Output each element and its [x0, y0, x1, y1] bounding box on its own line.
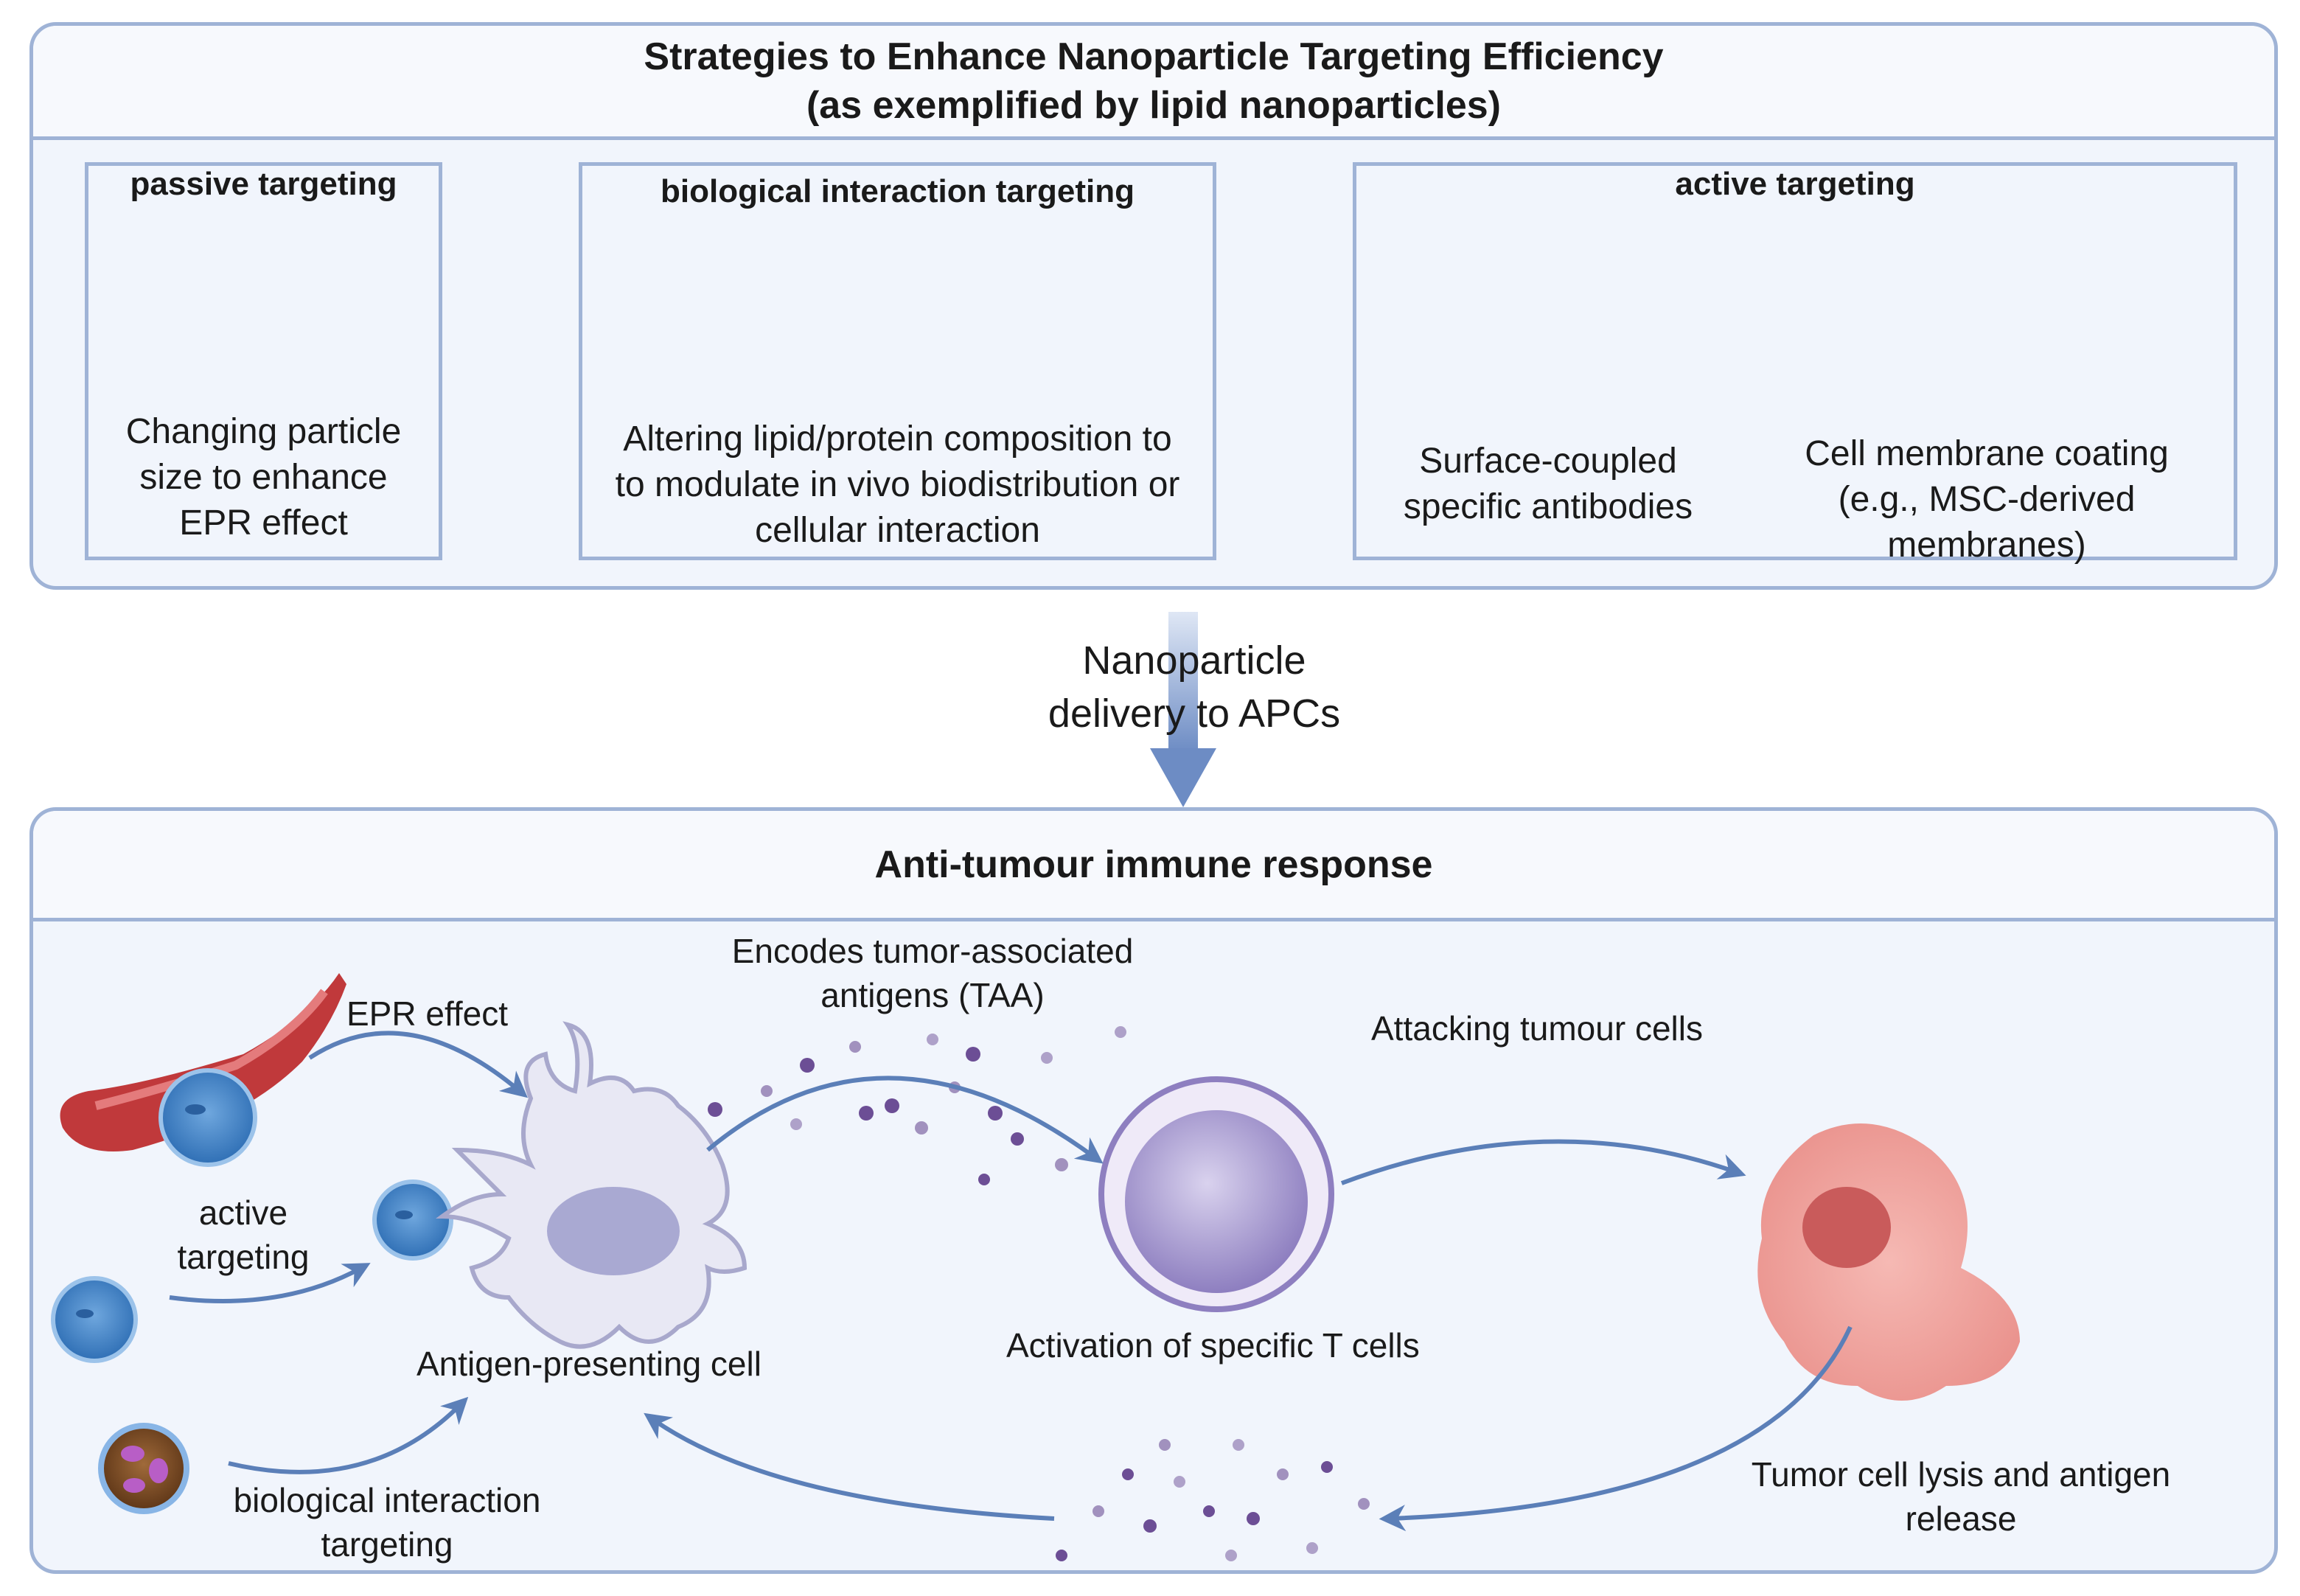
lysis-label-line1: Tumor cell lysis and antigen — [1751, 1455, 2171, 1494]
strategies-title-line2: (as exemplified by lipid nanoparticles) — [806, 84, 1502, 127]
delivery-label-line2: delivery to APCs — [1048, 691, 1341, 736]
taa-label-line1: Encodes tumor-associated — [731, 932, 1134, 970]
antibodies-line-1: Surface-coupled — [1419, 442, 1677, 481]
antibodies-line-2: specific antibodies — [1403, 487, 1693, 526]
tumour-cell-icon — [1757, 1123, 2020, 1401]
antibodies-description: Surface-coupled specific antibodies — [1356, 439, 1740, 530]
strategies-title-line1: Strategies to Enhance Nanoparticle Targe… — [644, 35, 1664, 78]
apc-label: Antigen-presenting cell — [417, 1345, 762, 1383]
lysis-label: Tumor cell lysis and antigen release — [1725, 1452, 2197, 1541]
active-targeting-label-line1: active — [198, 1193, 288, 1232]
delivery-label-line1: Nanoparticle — [1082, 638, 1306, 683]
active-lnp-small-icon — [372, 1179, 453, 1261]
strategies-panel-header: Strategies to Enhance Nanoparticle Targe… — [33, 26, 2274, 140]
epr-effect-label: EPR effect — [346, 994, 509, 1033]
active-targeting-label-line2: targeting — [177, 1238, 310, 1276]
left-lnp-icon — [51, 1276, 138, 1363]
delivery-arrow — [1150, 612, 1216, 807]
bio-interaction-label: biological interaction targeting — [210, 1478, 564, 1567]
membrane-line-1: Cell membrane coating — [1805, 434, 2169, 473]
biological-targeting-description: Altering lipid/protein composition to to… — [582, 417, 1213, 554]
active-targeting-label: active targeting — [147, 1191, 339, 1279]
biological-targeting-title: biological interaction targeting — [661, 173, 1135, 209]
antigen-presenting-cell-icon — [436, 1021, 748, 1349]
bio-interaction-label-line2: targeting — [321, 1525, 453, 1564]
taa-label-line2: antigens (TAA) — [820, 976, 1045, 1014]
active-targeting-box: active targeting Surface-coupled specifi… — [1353, 162, 2237, 565]
t-cell-activation-label: Activation of specific T cells — [1006, 1326, 1420, 1365]
membrane-line-2: (e.g., MSC-derived membranes) — [1838, 480, 2136, 565]
t-cell-icon — [1098, 1076, 1334, 1312]
bio-interaction-label-line1: biological interaction — [233, 1481, 541, 1519]
lysis-label-line2: release — [1905, 1499, 2017, 1538]
passive-line-3: EPR effect — [179, 503, 348, 543]
bio-lnp-small-icon — [98, 1423, 189, 1514]
released-antigen-dots — [1056, 1439, 1370, 1561]
passive-targeting-title: passive targeting — [130, 166, 397, 202]
taa-label: Encodes tumor-associated antigens (TAA) — [708, 929, 1157, 1017]
passive-line-2: size to enhance — [139, 458, 388, 497]
biological-targeting-box: biological interaction targeting Alterin… — [579, 162, 1216, 560]
biological-line-2: to modulate in vivo biodistribution or — [615, 465, 1180, 504]
biological-line-3: cellular interaction — [755, 511, 1040, 550]
vessel-lnp-icon — [158, 1068, 257, 1167]
passive-targeting-description: Changing particle size to enhance EPR ef… — [88, 409, 439, 546]
active-targeting-title: active targeting — [1675, 166, 1915, 202]
delivery-label: Nanoparticle delivery to APCs — [962, 634, 1426, 740]
antigen-dots — [708, 1026, 1126, 1185]
biological-line-1: Altering lipid/protein composition to — [623, 419, 1172, 459]
passive-targeting-box: passive targeting Changing particle size… — [85, 162, 442, 560]
attacking-label: Attacking tumour cells — [1371, 1009, 1703, 1048]
flow-arrows — [169, 1031, 1853, 1532]
membrane-coating-description: Cell membrane coating (e.g., MSC-derived… — [1740, 431, 2234, 568]
strategies-panel: Strategies to Enhance Nanoparticle Targe… — [29, 22, 2278, 590]
blood-vessel-icon — [60, 973, 347, 1151]
passive-line-1: Changing particle — [125, 412, 402, 451]
